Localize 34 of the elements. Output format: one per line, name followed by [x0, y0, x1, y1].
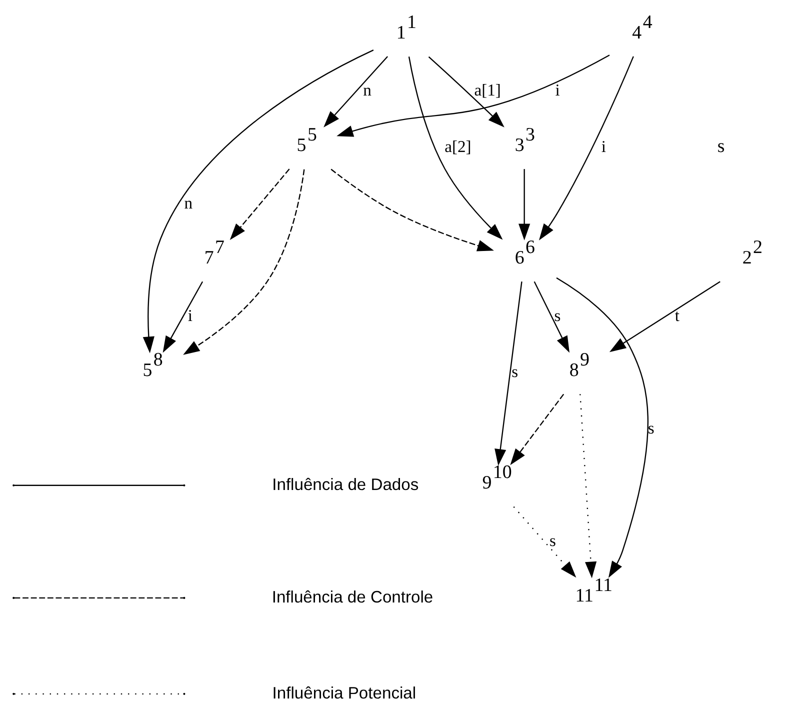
edge-label: a[2]: [444, 136, 472, 156]
legend-label: Influência de Dados: [272, 474, 419, 494]
arrow: [609, 280, 720, 352]
edge-label: t: [674, 305, 680, 324]
edge-label: i: [601, 136, 606, 156]
edge-label: i: [188, 305, 192, 324]
arrow: [428, 56, 504, 127]
legend-label: Influência Potencial: [272, 682, 416, 702]
arrow: [330, 168, 494, 251]
arrow: [513, 506, 576, 578]
edge-label: s: [648, 418, 654, 437]
arrow: [324, 56, 388, 127]
legend-label: Influência de Controle: [272, 586, 434, 606]
arrow: [142, 49, 374, 353]
edge-label: n: [363, 80, 372, 100]
arrow: [510, 393, 564, 465]
arrow: [230, 168, 290, 240]
arrow: [494, 281, 522, 466]
arrow: [534, 280, 570, 352]
edge-label: i: [555, 80, 560, 100]
edge-label: s: [554, 305, 561, 324]
edge-label: n: [184, 192, 193, 212]
arrow: [336, 54, 610, 136]
arrow: [518, 168, 530, 240]
arrow: [162, 280, 204, 352]
label: s: [717, 136, 725, 157]
edge-label: a[1]: [474, 80, 501, 100]
arrow: [183, 168, 305, 354]
arrow: [538, 56, 634, 240]
arrow: [556, 276, 648, 578]
edge-label: s: [550, 530, 556, 550]
arrow: [408, 56, 503, 240]
edge-label: s: [512, 362, 518, 381]
arrow: [580, 394, 597, 578]
